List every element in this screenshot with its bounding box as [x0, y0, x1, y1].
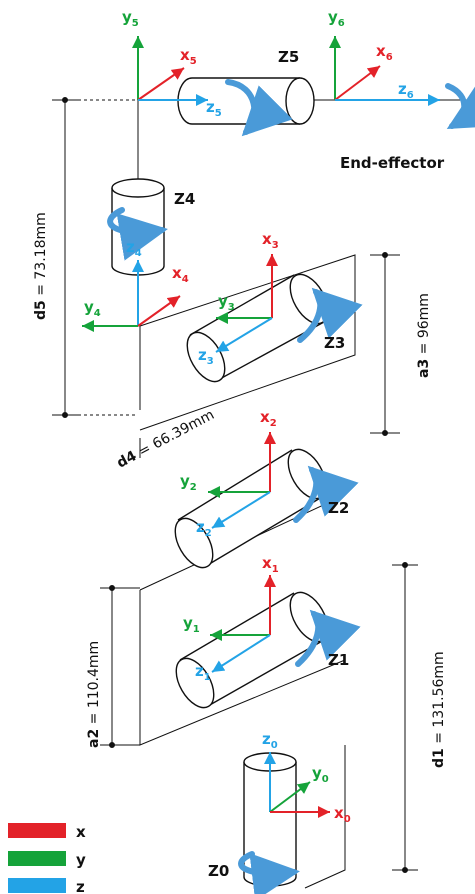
label-z2: z2: [196, 518, 212, 539]
label-y0: y0: [312, 764, 329, 785]
rotation-arrow-z3: [297, 287, 363, 343]
joint-cylinder-z2: [174, 448, 327, 569]
label-z5: z5: [206, 98, 222, 119]
rotation-arrow-z5: [225, 79, 293, 137]
dim-a3-label: a3 = 96mm: [416, 293, 432, 378]
label-x5: x5: [180, 46, 197, 67]
label-z3: z3: [198, 346, 214, 367]
joint-label-z5: Z5: [278, 48, 299, 66]
plane-a3: [139, 254, 356, 431]
legend-label-y: y: [76, 851, 86, 869]
dim-d5-label: d5 = 73.18mm: [33, 212, 49, 320]
label-y4: y4: [84, 298, 101, 319]
axis-x4: [137, 295, 181, 327]
label-x6: x6: [376, 42, 393, 63]
joint-labels: Z5 Z4 Z3 Z2 Z1 Z0 End-effector: [174, 48, 445, 880]
axis-y0: [269, 781, 311, 813]
rotation-arrow-z6: [445, 83, 475, 129]
joint-cylinder-z1: [175, 591, 329, 709]
legend-swatch-x: [8, 823, 66, 838]
axis-z3: [215, 317, 273, 353]
label-y1: y1: [183, 614, 200, 635]
rotation-arrows: [107, 79, 475, 894]
label-x2: x2: [260, 408, 277, 429]
rotation-arrow-z1: [295, 609, 361, 667]
dim-a2-label: a2 = 110.4mm: [86, 641, 102, 748]
label-y2: y2: [180, 472, 197, 493]
joint-label-z2: Z2: [328, 499, 349, 517]
axis-labels: y5 x5 z5 y6 x6 z6 z4 x4 y4 x3 y3 z3 x2 y…: [84, 8, 414, 825]
joint-label-z3: Z3: [324, 334, 345, 352]
label-y6: y6: [328, 8, 345, 29]
label-y5: y5: [122, 8, 139, 29]
axis-z1: [211, 634, 271, 673]
label-z1: z1: [195, 662, 211, 683]
joint-label-z0: Z0: [208, 862, 229, 880]
legend-swatch-z: [8, 878, 66, 893]
frame-axes: [82, 36, 440, 818]
label-z4: z4: [126, 238, 142, 259]
label-x0: x0: [334, 804, 351, 825]
dim-d1-label: d1 = 131.56mm: [431, 651, 447, 768]
legend-label-z: z: [76, 878, 85, 894]
dimension-lines: [52, 97, 418, 873]
axis-color-legend: x y z: [8, 823, 86, 894]
legend-label-x: x: [76, 823, 86, 841]
label-z6: z6: [398, 80, 414, 101]
label-x3: x3: [262, 230, 279, 251]
label-x4: x4: [172, 264, 189, 285]
joint-label-z1: Z1: [328, 651, 349, 669]
joint-label-z4: Z4: [174, 190, 195, 208]
rotation-arrow-z0: [238, 851, 300, 894]
plane-d1: [304, 745, 346, 889]
axis-z2: [211, 491, 271, 529]
label-z0: z0: [262, 730, 278, 751]
legend-swatch-y: [8, 851, 66, 866]
end-effector-label: End-effector: [340, 154, 445, 172]
rotation-arrow-z2: [293, 465, 359, 523]
axis-x5: [137, 67, 185, 101]
label-y3: y3: [218, 292, 235, 313]
rotation-arrow-z4: [107, 207, 168, 261]
axis-x6: [334, 65, 381, 101]
dim-d4-label: d4 = 66.39mm: [114, 407, 217, 472]
label-x1: x1: [262, 554, 279, 575]
